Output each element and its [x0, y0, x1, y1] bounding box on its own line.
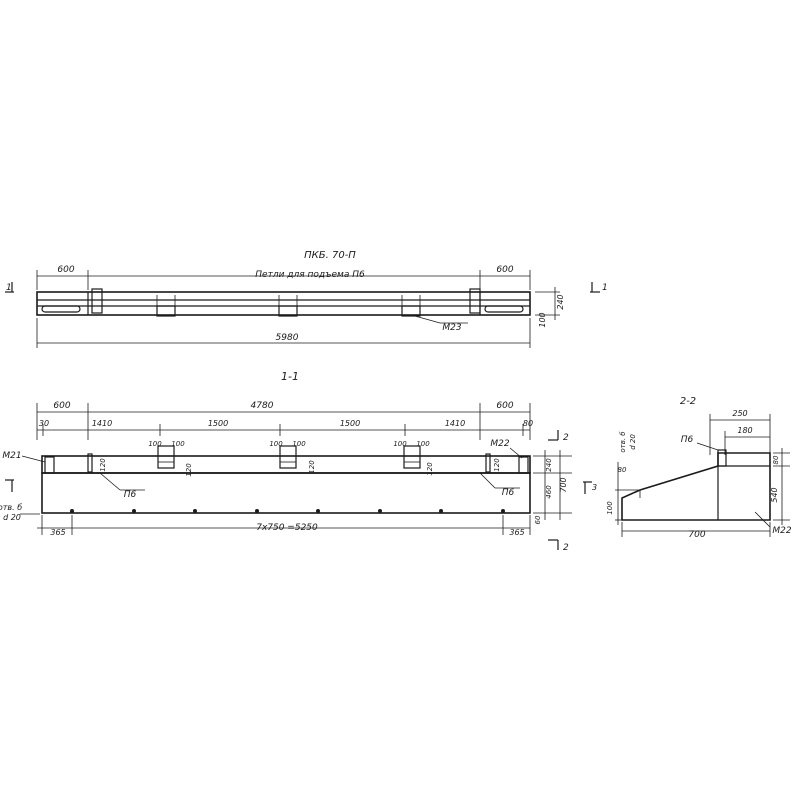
elevation-hole-w-2a: 100 [269, 440, 283, 448]
plan-loop-right [469, 288, 481, 314]
elevation-bottom-holes [70, 509, 505, 513]
elevation-end-left [44, 456, 55, 474]
elevation-seg-3: 1500 [340, 419, 360, 428]
section-h-540: 540 [770, 487, 779, 502]
elevation-hole [501, 509, 505, 513]
elevation-beam-top [41, 455, 531, 474]
elevation-height-3: 700 [559, 477, 568, 492]
elevation-hole-w-1b: 100 [171, 440, 185, 448]
section-loop [717, 449, 727, 467]
elevation-bolt-left: М21 [2, 451, 21, 461]
elevation-seg-4: 1410 [445, 419, 465, 428]
section-h-100: 100 [606, 501, 614, 515]
elevation-hole [70, 509, 74, 513]
elevation-bolt-2 [279, 445, 297, 469]
elevation-title: 1-1 [281, 370, 299, 383]
elevation-hole [132, 509, 136, 513]
elevation-bolt-right: М22 [490, 439, 509, 449]
section-width: 700 [688, 530, 705, 540]
section-loop-label: П6 [681, 435, 694, 445]
elevation-loop-label-right: П6 [502, 488, 515, 498]
elevation-height-2: 460 [545, 485, 553, 499]
elevation-small-dim-3: 120 [308, 460, 316, 474]
elevation-dim-left: 600 [53, 401, 70, 411]
elevation-opening-a: отв. б [0, 503, 22, 512]
plan-slot-left [41, 305, 81, 313]
plan-dim-left: 600 [57, 265, 74, 275]
elevation-small-dim-4: 120 [426, 462, 434, 476]
elevation-hole [255, 509, 259, 513]
elevation-hole [316, 509, 320, 513]
section-profile [621, 452, 771, 521]
elevation-height-1: 240 [545, 458, 553, 472]
elevation-small-dim-2: 120 [185, 463, 193, 477]
plan-dim-right: 600 [496, 265, 513, 275]
elevation-holes-dim: 7x750 =5250 [256, 523, 318, 533]
elevation-hole [193, 509, 197, 513]
elevation-seg-left-edge: 30 [39, 419, 49, 428]
elevation-seg-right-edge: 80 [523, 419, 533, 428]
plan-note: Петли для подъема П6 [255, 270, 365, 280]
section-dim-top: 250 [732, 409, 747, 418]
elevation-loop-left [87, 453, 93, 473]
elevation-bolt-3 [403, 445, 421, 469]
elevation-edge-right: 365 [509, 528, 524, 537]
plan-height-top: 240 [556, 294, 565, 309]
elevation-hole-w-1a: 100 [148, 440, 162, 448]
section-bolt: М22 [772, 526, 791, 536]
section-opening-a: отв. б [619, 431, 627, 453]
elevation-height-4: 60 [534, 515, 542, 524]
elevation-edge-left: 365 [50, 528, 65, 537]
elevation-end-right [518, 456, 529, 474]
plan-slot-right [484, 305, 524, 313]
plan-view: ПКБ. 70-П Петли для подъема П6 600 600 [5, 250, 608, 348]
plan-dim-total: 5980 [276, 333, 299, 343]
plan-beam-outline [36, 291, 531, 316]
section-dim-inner: 180 [737, 426, 752, 435]
elevation-dim-right: 600 [496, 401, 513, 411]
plan-title: ПКБ. 70-П [304, 250, 356, 261]
elevation-loop-right [485, 453, 491, 473]
elevation-bolt-1 [157, 445, 175, 469]
elevation-hole [439, 509, 443, 513]
elevation-loop-label-left: П6 [124, 490, 137, 500]
elevation-dim-overall: 4780 [251, 401, 274, 411]
plan-section-mark-left: 1 [6, 283, 12, 293]
elevation-small-dim-1: 120 [99, 458, 107, 472]
section-view: 2-2 250 180 П6 отв. б d 20 80 100 80 5 [583, 396, 792, 540]
elevation-hole [378, 509, 382, 513]
section-h-80-left: 80 [618, 466, 627, 474]
plan-bolt-label: М23 [442, 323, 461, 333]
section-title: 2-2 [680, 396, 696, 407]
plan-section-mark-right: 1 [602, 283, 608, 293]
elevation-section-mark-bottom: 2 [563, 543, 569, 553]
section-opening-b: d 20 [629, 434, 637, 450]
elevation-opening-b: d 20 [3, 513, 21, 522]
elevation-hole-w-2b: 100 [292, 440, 306, 448]
plan-loop-left [91, 288, 103, 314]
elevation-view: 1-1 4780 600 600 30 1410 1500 1500 1410 … [0, 370, 572, 553]
elevation-beam-body [41, 472, 531, 514]
elevation-hole-w-3b: 100 [416, 440, 430, 448]
elevation-seg-2: 1500 [208, 419, 228, 428]
section-mark: 3 [592, 483, 597, 492]
section-h-80-right: 80 [772, 455, 780, 464]
elevation-hole-w-3a: 100 [393, 440, 407, 448]
elevation-section-mark-top: 2 [563, 433, 569, 443]
elevation-seg-1: 1410 [92, 419, 112, 428]
elevation-small-dim-5: 120 [493, 458, 501, 472]
plan-height-bottom: 100 [538, 312, 547, 327]
